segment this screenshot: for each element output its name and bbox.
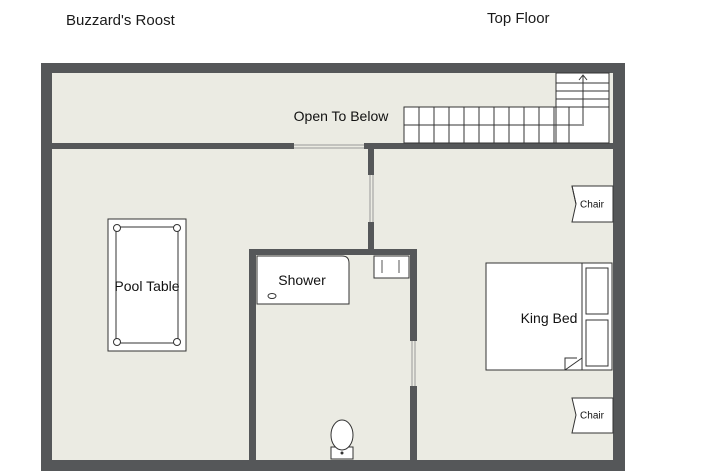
chair-top-label: Chair: [580, 199, 604, 211]
shower: [256, 255, 350, 305]
floor-name: Top Floor: [487, 10, 550, 27]
pool-table: [107, 218, 187, 352]
shower-label: Shower: [278, 272, 326, 288]
king-bed: [485, 262, 613, 371]
chair-bottom-label: Chair: [580, 410, 604, 422]
open-to-below-label: Open To Below: [293, 108, 389, 124]
chair-top: [571, 185, 614, 223]
toilet: [330, 419, 354, 460]
chair-bottom: [571, 397, 614, 434]
bathroom-sink: [373, 255, 410, 279]
outer-walls: [41, 63, 625, 471]
property-name: Buzzard's Roost: [66, 12, 175, 29]
pool-table-label: Pool Table: [114, 278, 180, 294]
door-openings: [294, 144, 416, 386]
interior-walls: [52, 143, 613, 466]
king-bed-label: King Bed: [520, 310, 578, 326]
stair-arrow: [578, 74, 588, 124]
